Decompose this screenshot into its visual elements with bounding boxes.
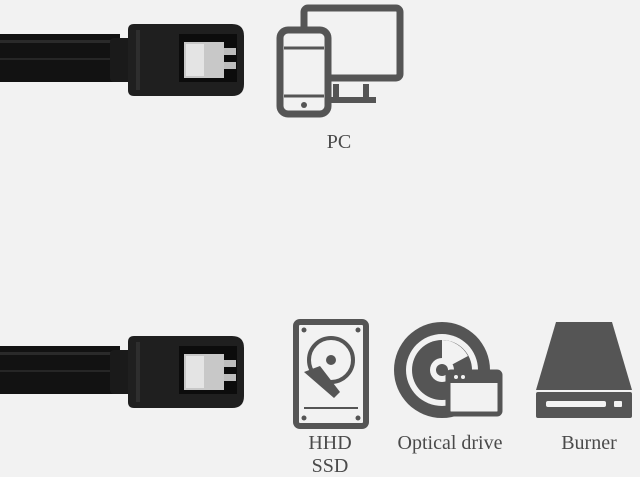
hard-drive-icon bbox=[293, 319, 369, 429]
optical-disc-window-icon bbox=[394, 322, 503, 418]
sata-cable-top bbox=[0, 24, 244, 96]
hhd-label: HHD bbox=[308, 432, 352, 454]
ssd-label: SSD bbox=[311, 455, 349, 477]
pc-label: PC bbox=[326, 131, 352, 153]
sata-cable-bottom bbox=[0, 336, 244, 408]
optical-drive-label: Optical drive bbox=[397, 432, 503, 454]
pc-devices-icon bbox=[276, 4, 404, 118]
burner-label: Burner bbox=[561, 432, 617, 454]
disc-burner-icon bbox=[536, 322, 632, 418]
